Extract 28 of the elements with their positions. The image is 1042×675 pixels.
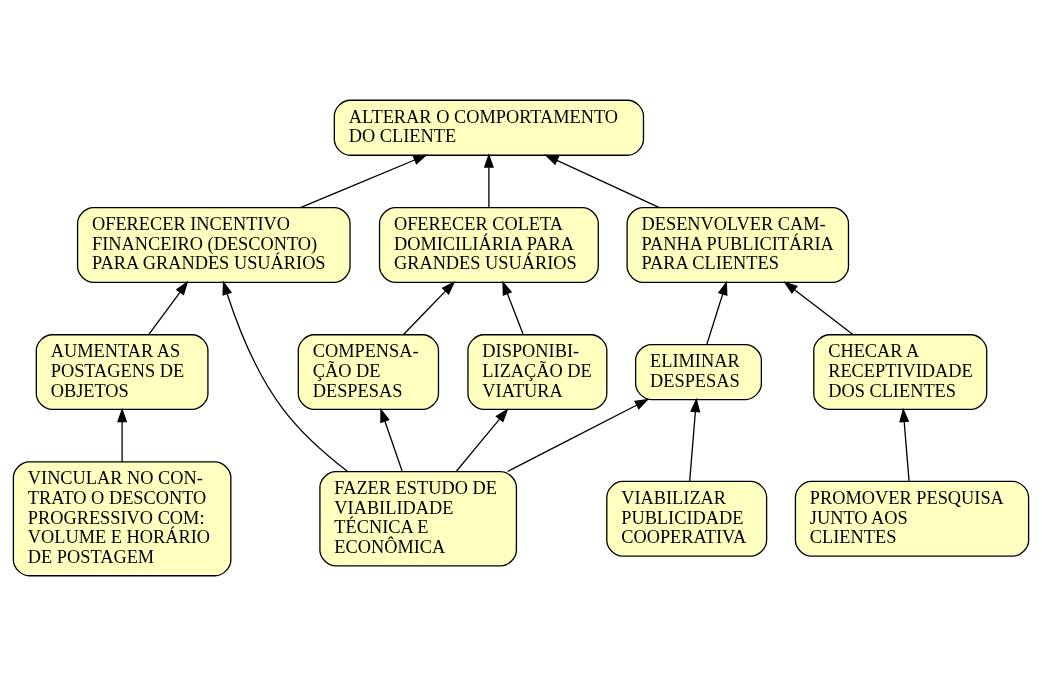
node-box: ALTERAR O COMPORTAMENTO DO CLIENTE — [333, 99, 645, 156]
arrow — [402, 280, 456, 335]
arrow — [783, 280, 854, 335]
node-box: COMPENSA- ÇÃO DE DESPESAS — [297, 333, 440, 410]
arrow — [117, 407, 128, 462]
arrow — [899, 407, 910, 482]
node-box: DISPONIBI- LIZAÇÃO DE VIATURA — [467, 333, 608, 410]
arrow — [299, 154, 428, 208]
node-box: VIABILIZAR PUBLICIDADE COOPERATIVA — [606, 480, 768, 557]
arrow — [455, 407, 509, 472]
arrow — [483, 152, 494, 208]
arrow — [544, 154, 661, 208]
node-box: ELIMINAR DESPESAS — [634, 343, 763, 400]
arrow — [706, 280, 728, 345]
arrow — [380, 407, 403, 472]
node-box: PROMOVER PESQUISA JUNTO AOS CLIENTES — [794, 480, 1030, 557]
node-box: OFERECER COLETA DOMICILIÁRIA PARA GRANDES USUÁRIOS — [378, 206, 599, 283]
arrow — [507, 398, 650, 472]
arrow — [502, 280, 524, 335]
node-box: FAZER ESTUDO DE VIABILIDADE TÉCNICA E ECONÔMICA — [319, 470, 518, 567]
arrow — [689, 397, 701, 482]
arrow — [222, 279, 349, 472]
node-box: AUMENTAR AS POSTAGENS DE OBJETOS — [35, 333, 209, 410]
node-box: OFERECER INCENTIVO FINANCEIRO (DESCONTO) PARA GRANDES USUÁRIOS — [76, 206, 351, 283]
node-box: DESENVOLVER CAM- PANHA PUBLICITÁRIA PARA CLIENTES — [626, 206, 850, 283]
arrow — [148, 280, 189, 335]
node-box: VINCULAR NO CON- TRATO O DESCONTO PROGRESSIVO COM: VOLUME E HORÁRIO DE POSTAGEM — [12, 460, 232, 576]
node-box: CHECAR A RECEPTIVIDADE DOS CLIENTES — [813, 333, 988, 410]
